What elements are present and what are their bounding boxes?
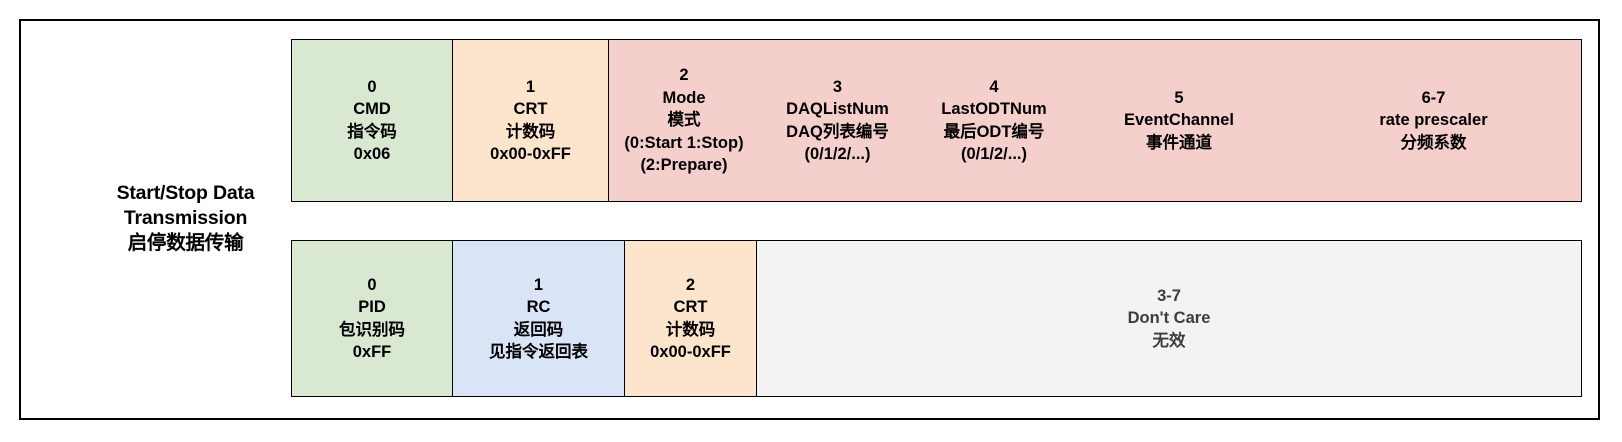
response-byte-0: 0 PID 包识别码 0xFF bbox=[292, 241, 452, 396]
byte-field-name: Don't Care bbox=[1127, 309, 1211, 328]
byte-field-name: CRT bbox=[673, 298, 708, 316]
byte-index: 2 bbox=[685, 275, 696, 294]
byte-value-option-2: (2:Prepare) bbox=[640, 156, 728, 175]
response-byte-3-7: 3-7 Don't Care 无效 bbox=[756, 241, 1581, 396]
byte-index: 2 bbox=[679, 66, 689, 85]
response-packet-row: 0 PID 包识别码 0xFF 1 RC 返回码 见指令返回表 2 CRT 计数… bbox=[291, 240, 1582, 397]
request-packet-row: 0 CMD 指令码 0x06 1 CRT 计数码 0x00-0xFF 2 Mod… bbox=[291, 39, 1582, 202]
byte-field-name-cn: 最后ODT编号 bbox=[943, 122, 1045, 141]
byte-value-range: 0x00-0xFF bbox=[490, 145, 571, 163]
request-byte-4: 4 LastODTNum 最后ODT编号 (0/1/2/...) bbox=[916, 40, 1072, 201]
byte-field-name: Mode bbox=[662, 88, 706, 107]
packet-structure-diagram: Start/Stop Data Transmission 启停数据传输 0 CM… bbox=[19, 19, 1600, 420]
byte-field-name-cn: 无效 bbox=[1152, 331, 1186, 350]
byte-field-name: CRT bbox=[513, 100, 548, 118]
response-byte-1: 1 RC 返回码 见指令返回表 bbox=[452, 241, 624, 396]
byte-field-name-cn: 事件通道 bbox=[1146, 133, 1212, 152]
byte-index: 6-7 bbox=[1421, 88, 1446, 107]
packet-group-label-line3: 启停数据传输 bbox=[127, 232, 244, 254]
request-byte-3: 3 DAQListNum DAQ列表编号 (0/1/2/...) bbox=[759, 40, 916, 201]
byte-field-name-cn: 分频系数 bbox=[1400, 133, 1467, 152]
byte-value-reference: 见指令返回表 bbox=[489, 343, 588, 361]
byte-value-range: 0x00-0xFF bbox=[650, 343, 731, 361]
byte-value-range: (0/1/2/...) bbox=[804, 145, 871, 163]
byte-field-name: DAQListNum bbox=[786, 100, 889, 118]
request-byte-1: 1 CRT 计数码 0x00-0xFF bbox=[452, 40, 608, 201]
byte-index: 0 bbox=[367, 77, 377, 96]
byte-index: 1 bbox=[525, 77, 536, 96]
byte-field-name: LastODTNum bbox=[941, 100, 1047, 118]
byte-value-range: 0x06 bbox=[353, 145, 391, 163]
byte-index: 3 bbox=[832, 77, 843, 96]
byte-field-name-cn: 模式 bbox=[667, 111, 701, 130]
byte-field-name-cn: DAQ列表编号 bbox=[786, 122, 889, 141]
byte-index: 3-7 bbox=[1157, 286, 1181, 305]
request-byte-5: 5 EventChannel 事件通道 bbox=[1072, 40, 1286, 201]
request-byte-6-7: 6-7 rate prescaler 分频系数 bbox=[1286, 40, 1581, 201]
byte-field-name-cn: 计数码 bbox=[665, 320, 716, 339]
packet-group-label-line2: Transmission bbox=[123, 207, 248, 229]
packet-group-label: Start/Stop Data Transmission 启停数据传输 bbox=[83, 181, 288, 256]
byte-field-name: EventChannel bbox=[1123, 111, 1235, 130]
byte-field-name: CMD bbox=[353, 100, 391, 118]
request-byte-0: 0 CMD 指令码 0x06 bbox=[292, 40, 452, 201]
response-byte-2: 2 CRT 计数码 0x00-0xFF bbox=[624, 241, 756, 396]
request-byte-2: 2 Mode 模式 (0:Start 1:Stop) (2:Prepare) bbox=[608, 40, 759, 201]
packet-group-label-line1: Start/Stop Data bbox=[116, 182, 255, 204]
byte-field-name: rate prescaler bbox=[1379, 111, 1488, 130]
byte-index: 0 bbox=[367, 275, 377, 294]
byte-index: 5 bbox=[1174, 88, 1184, 107]
byte-value-option-1: (0:Start 1:Stop) bbox=[624, 133, 744, 152]
byte-index: 1 bbox=[533, 275, 544, 294]
byte-field-name-cn: 计数码 bbox=[505, 122, 556, 141]
byte-field-name-cn: 返回码 bbox=[513, 320, 564, 339]
byte-field-name-cn: 指令码 bbox=[347, 122, 397, 141]
byte-field-name-cn: 包识别码 bbox=[339, 320, 405, 339]
byte-value-range: 0xFF bbox=[352, 343, 392, 361]
byte-value-range: (0/1/2/...) bbox=[960, 145, 1028, 163]
byte-index: 4 bbox=[989, 77, 999, 96]
byte-field-name: PID bbox=[358, 298, 386, 316]
byte-field-name: RC bbox=[526, 298, 551, 316]
